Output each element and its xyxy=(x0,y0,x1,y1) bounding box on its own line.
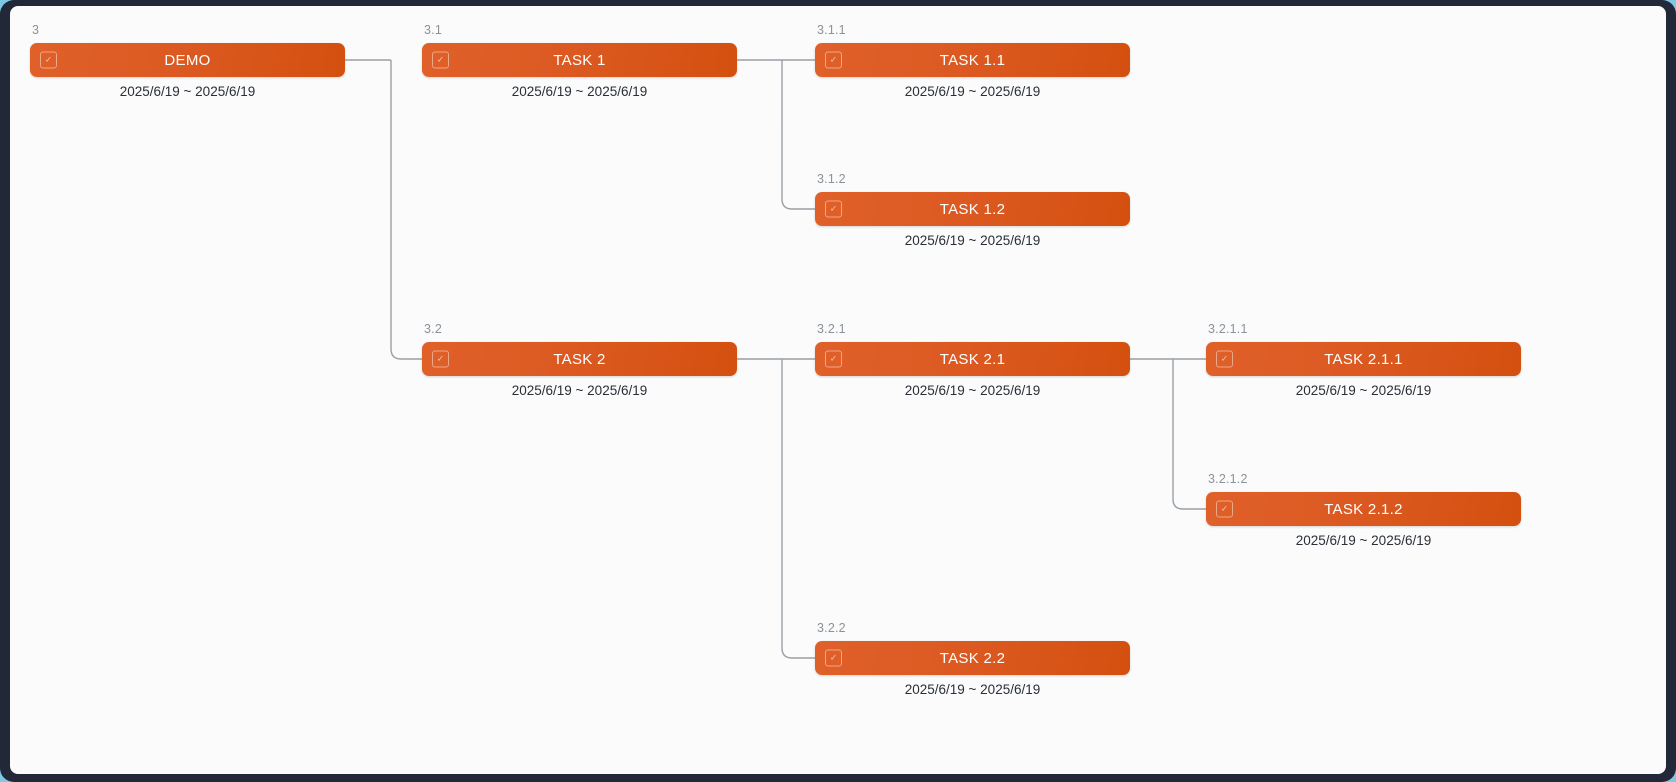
node-index-task22: 3.2.2 xyxy=(817,621,846,635)
node-dates-task212: 2025/6/19 ~ 2025/6/19 xyxy=(1295,533,1432,548)
checkbox-icon[interactable]: ✓ xyxy=(825,200,842,218)
node-bar-task22[interactable]: ✓ TASK 2.2 xyxy=(815,641,1130,675)
node-dates-task12: 2025/6/19 ~ 2025/6/19 xyxy=(904,233,1041,248)
wbs-node-task212[interactable]: 3.2.1.2 ✓ TASK 2.1.2 2025/6/19 ~ 2025/6/… xyxy=(1206,472,1521,548)
node-dates-task22: 2025/6/19 ~ 2025/6/19 xyxy=(904,682,1041,697)
node-title-task11: TASK 1.1 xyxy=(939,51,1006,69)
node-title-task12: TASK 1.2 xyxy=(939,200,1006,218)
node-title-task211: TASK 2.1.1 xyxy=(1324,350,1403,368)
node-title-task21: TASK 2.1 xyxy=(939,350,1006,368)
node-bar-task211[interactable]: ✓ TASK 2.1.1 xyxy=(1206,342,1521,376)
node-dates-task11: 2025/6/19 ~ 2025/6/19 xyxy=(904,84,1041,99)
wbs-node-task12[interactable]: 3.1.2 ✓ TASK 1.2 2025/6/19 ~ 2025/6/19 xyxy=(815,172,1130,248)
node-title-task1: TASK 1 xyxy=(553,51,606,69)
node-index-task2: 3.2 xyxy=(424,322,442,336)
connector-task2-to-task22 xyxy=(781,359,815,659)
node-dates-task211: 2025/6/19 ~ 2025/6/19 xyxy=(1295,383,1432,398)
wbs-node-demo[interactable]: 3 ✓ DEMO 2025/6/19 ~ 2025/6/19 xyxy=(30,23,345,99)
wbs-node-task22[interactable]: 3.2.2 ✓ TASK 2.2 2025/6/19 ~ 2025/6/19 xyxy=(815,621,1130,697)
wbs-node-task211[interactable]: 3.2.1.1 ✓ TASK 2.1.1 2025/6/19 ~ 2025/6/… xyxy=(1206,322,1521,398)
wbs-canvas[interactable]: 3 ✓ DEMO 2025/6/19 ~ 2025/6/19 3.1 ✓ TAS… xyxy=(10,6,1666,774)
node-title-demo: DEMO xyxy=(164,51,211,69)
node-bar-task11[interactable]: ✓ TASK 1.1 xyxy=(815,43,1130,77)
node-index-task212: 3.2.1.2 xyxy=(1208,472,1248,486)
checkbox-icon[interactable]: ✓ xyxy=(825,649,842,667)
node-dates-task21: 2025/6/19 ~ 2025/6/19 xyxy=(904,383,1041,398)
wbs-node-task11[interactable]: 3.1.1 ✓ TASK 1.1 2025/6/19 ~ 2025/6/19 xyxy=(815,23,1130,99)
connector-task21-to-task212 xyxy=(1172,359,1206,510)
node-index-task11: 3.1.1 xyxy=(817,23,846,37)
checkbox-icon[interactable]: ✓ xyxy=(825,51,842,69)
node-index-task1: 3.1 xyxy=(424,23,442,37)
checkbox-icon[interactable]: ✓ xyxy=(825,350,842,368)
wbs-node-task2[interactable]: 3.2 ✓ TASK 2 2025/6/19 ~ 2025/6/19 xyxy=(422,322,737,398)
node-bar-demo[interactable]: ✓ DEMO xyxy=(30,43,345,77)
node-bar-task12[interactable]: ✓ TASK 1.2 xyxy=(815,192,1130,226)
node-dates-demo: 2025/6/19 ~ 2025/6/19 xyxy=(119,84,256,99)
node-dates-task1: 2025/6/19 ~ 2025/6/19 xyxy=(511,84,648,99)
checkbox-icon[interactable]: ✓ xyxy=(1216,500,1233,518)
connector-demo-to-task2 xyxy=(390,60,422,360)
checkbox-icon[interactable]: ✓ xyxy=(432,51,449,69)
node-index-task21: 3.2.1 xyxy=(817,322,846,336)
checkbox-icon[interactable]: ✓ xyxy=(432,350,449,368)
node-dates-task2: 2025/6/19 ~ 2025/6/19 xyxy=(511,383,648,398)
node-bar-task1[interactable]: ✓ TASK 1 xyxy=(422,43,737,77)
node-index-demo: 3 xyxy=(32,23,40,37)
node-index-task211: 3.2.1.1 xyxy=(1208,322,1248,336)
checkbox-icon[interactable]: ✓ xyxy=(1216,350,1233,368)
wbs-node-task21[interactable]: 3.2.1 ✓ TASK 2.1 2025/6/19 ~ 2025/6/19 xyxy=(815,322,1130,398)
node-title-task22: TASK 2.2 xyxy=(939,649,1006,667)
node-bar-task212[interactable]: ✓ TASK 2.1.2 xyxy=(1206,492,1521,526)
wbs-node-task1[interactable]: 3.1 ✓ TASK 1 2025/6/19 ~ 2025/6/19 xyxy=(422,23,737,99)
node-bar-task21[interactable]: ✓ TASK 2.1 xyxy=(815,342,1130,376)
node-title-task212: TASK 2.1.2 xyxy=(1324,500,1403,518)
checkbox-icon[interactable]: ✓ xyxy=(40,51,57,69)
node-bar-task2[interactable]: ✓ TASK 2 xyxy=(422,342,737,376)
connector-task1-to-task12 xyxy=(781,60,815,210)
node-title-task2: TASK 2 xyxy=(553,350,606,368)
node-index-task12: 3.1.2 xyxy=(817,172,846,186)
